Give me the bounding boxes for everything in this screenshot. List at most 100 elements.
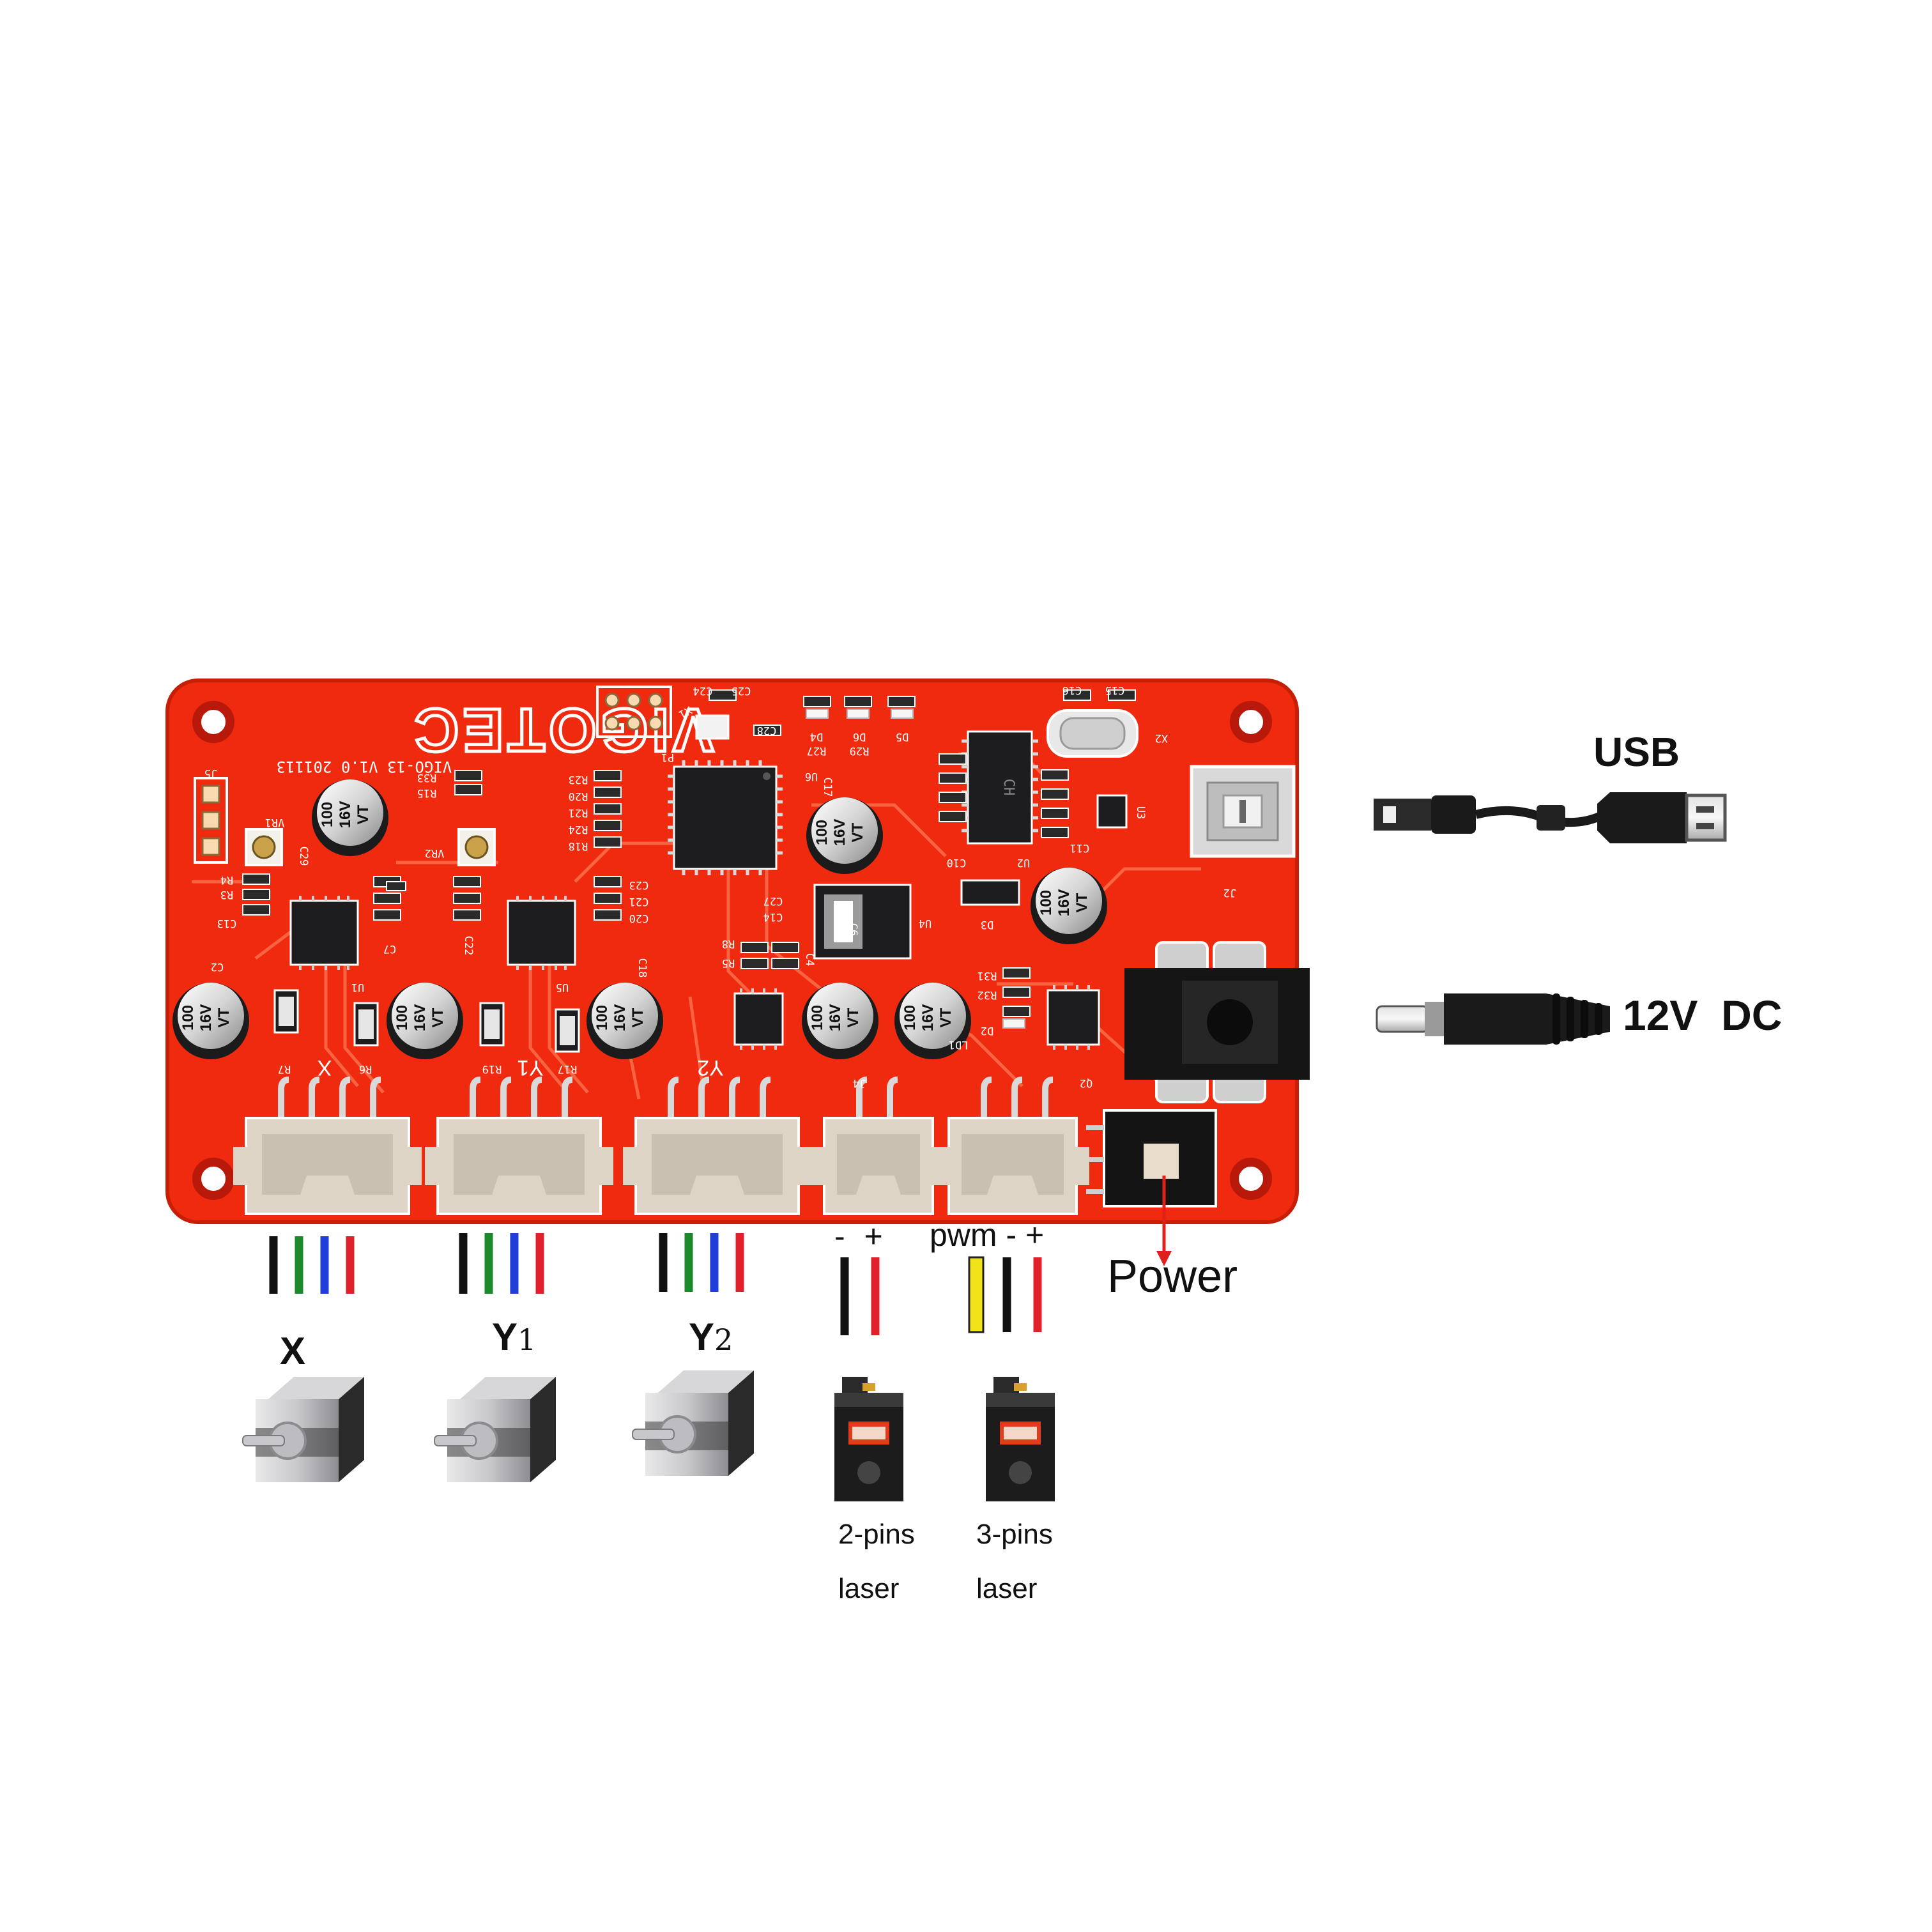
svg-text:16V: 16V (919, 1004, 937, 1032)
svg-text:VT: VT (429, 1008, 447, 1027)
label-laser2-line1: 2-pins (838, 1519, 915, 1550)
svg-text:C17: C17 (821, 778, 834, 797)
electrolytic-capacitors: 100 16V VT 100 16V VT 100 16V VT 100 16V… (172, 779, 1107, 1059)
motor-connector-x (233, 1077, 422, 1215)
wires-x (269, 1236, 355, 1294)
svg-text:16V: 16V (827, 1004, 844, 1032)
svg-text:VT: VT (355, 804, 372, 824)
label-x: X (280, 1330, 306, 1372)
capacitor-7: 100 16V VT (894, 983, 971, 1059)
usb-cable-icon (1374, 792, 1727, 843)
svg-text:Q2: Q2 (1080, 1077, 1092, 1089)
svg-text:R21: R21 (569, 806, 588, 819)
svg-text:100: 100 (180, 1005, 197, 1031)
smd-components (242, 689, 1136, 1017)
wire-bundles (269, 1233, 1042, 1335)
dc-power-jack (1124, 941, 1310, 1103)
diode-d3 (960, 879, 1020, 906)
svg-text:R5: R5 (722, 956, 735, 969)
capacitor-8: 100 16V VT (1031, 868, 1107, 944)
power-switch (1086, 1109, 1217, 1208)
label-12v-dc: 12V DC (1623, 992, 1782, 1039)
brand-logo: VIGOTEC (411, 696, 714, 764)
usb-serial-chip: CH (962, 730, 1038, 845)
svg-text:100: 100 (319, 802, 336, 827)
svg-text:R8: R8 (722, 937, 735, 950)
power-arrow (1156, 1176, 1172, 1266)
laser-connector-3pin (936, 1077, 1089, 1215)
svg-text:R31: R31 (977, 969, 997, 982)
svg-text:100: 100 (813, 820, 831, 845)
svg-text:C23: C23 (629, 878, 649, 891)
svg-text:R23: R23 (569, 773, 588, 786)
stepper-motor-y2-icon (632, 1370, 754, 1476)
svg-text:J4: J4 (853, 1077, 866, 1089)
svg-text:R17: R17 (558, 1062, 578, 1075)
svg-text:VT: VT (215, 1008, 233, 1027)
laser-connector-2pin (811, 1077, 946, 1215)
svg-text:C20: C20 (629, 912, 649, 924)
svg-text:P1: P1 (661, 751, 674, 763)
chip-u3 (1096, 794, 1128, 829)
svg-text:C25: C25 (732, 684, 751, 697)
label-y2-main: Y (689, 1315, 715, 1358)
crystal-x2 (1046, 709, 1138, 758)
svg-text:J2: J2 (1223, 886, 1236, 899)
capacitor-6: 100 16V VT (802, 983, 878, 1059)
svg-text:R27: R27 (807, 744, 827, 757)
svg-text:U6: U6 (805, 770, 818, 783)
svg-text:C11: C11 (1070, 841, 1090, 854)
stepper-motor-y1-icon (434, 1377, 556, 1482)
label-y2: Y2 (689, 1318, 733, 1356)
svg-text:16V: 16V (197, 1004, 215, 1032)
svg-text:16V: 16V (611, 1004, 629, 1032)
label-power: Power (1107, 1251, 1238, 1302)
wires-laser2 (840, 1257, 880, 1335)
svg-text:100: 100 (594, 1005, 611, 1031)
mini-usb-port (1190, 765, 1296, 858)
svg-text:LD1: LD1 (949, 1038, 969, 1051)
svg-text:VT: VT (845, 1008, 862, 1027)
svg-text:R20: R20 (569, 790, 588, 802)
mcu-chip (668, 760, 783, 875)
svg-text:C2: C2 (211, 960, 224, 973)
dc-plug-icon (1376, 993, 1610, 1045)
laser-module-2pin-icon (834, 1377, 903, 1501)
svg-text:100: 100 (809, 1005, 826, 1031)
label-y1-main: Y (492, 1315, 518, 1358)
laser-module-3pin-icon (986, 1377, 1055, 1501)
status-leds (806, 709, 1025, 1029)
svg-text:C4: C4 (803, 953, 816, 966)
svg-text:16V: 16V (411, 1004, 429, 1032)
svg-text:CH: CH (1000, 779, 1016, 796)
mosfet-chip-right (1046, 985, 1100, 1050)
svg-text:100: 100 (394, 1005, 411, 1031)
wires-y2 (659, 1233, 744, 1292)
svg-text:16V: 16V (1055, 889, 1073, 917)
controller-board: VIGOTEC VIGO-13 V1.0 201113 (165, 678, 1310, 1224)
svg-text:VR1: VR1 (265, 816, 285, 829)
label-usb: USB (1593, 729, 1680, 775)
svg-text:D3: D3 (981, 918, 993, 931)
label-laser2-line2: laser (838, 1573, 900, 1604)
driver-chip-u1 (289, 896, 359, 970)
svg-text:VT: VT (629, 1008, 647, 1027)
svg-text:VT: VT (937, 1008, 954, 1027)
svg-text:D4: D4 (810, 730, 823, 743)
svg-text:VT: VT (1073, 893, 1091, 912)
svg-text:U2: U2 (1017, 856, 1030, 869)
svg-text:100: 100 (1038, 890, 1055, 916)
header-j5 (194, 777, 228, 864)
capacitor-1: 100 16V VT (312, 779, 388, 856)
driver-chip-u5 (507, 896, 576, 970)
svg-text:D2: D2 (981, 1024, 993, 1037)
svg-text:VR2: VR2 (425, 847, 445, 859)
capacitor-2: 100 16V VT (172, 983, 249, 1059)
capacitor-3: 100 16V VT (387, 983, 463, 1059)
mosfet-chip-left (733, 988, 784, 1050)
svg-text:C29: C29 (297, 847, 310, 866)
svg-text:C16: C16 (1062, 684, 1082, 696)
motor-connector-y2 (623, 1077, 811, 1215)
silk-y1: Y1 (517, 1055, 544, 1080)
